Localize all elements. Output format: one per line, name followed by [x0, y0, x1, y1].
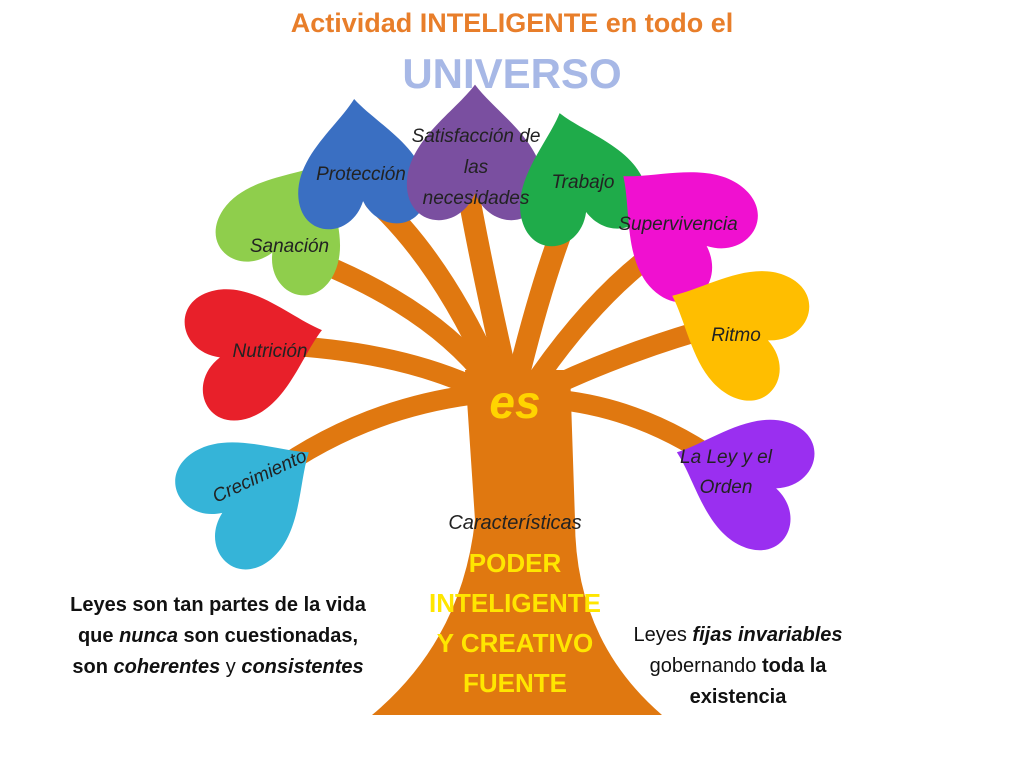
caracteristicas-label: Características	[448, 512, 582, 534]
note-left-part3: son cuestionadas, son	[72, 625, 359, 678]
heart-ley-orden	[676, 419, 815, 551]
heart-label-proteccion: Protección	[316, 164, 406, 185]
heart-label-ley-orden: La Ley y el Orden	[680, 447, 772, 498]
note-left-coherentes: coherentes	[113, 656, 221, 678]
note-left-consistentes: consistentes	[241, 656, 364, 678]
tree-branches	[260, 164, 740, 485]
trunk-line-creativo: Y CREATIVO	[436, 628, 594, 658]
heart-crecimiento	[175, 442, 309, 570]
note-right-part3: gobernando	[649, 655, 762, 677]
heart-proteccion	[298, 99, 427, 230]
note-left: Leyes son tan partes de la vida que nunc…	[70, 590, 366, 683]
es-label: es	[489, 376, 541, 428]
heart-label-sanacion: Sanación	[249, 236, 330, 257]
heart-label-nutricion: Nutrición	[232, 341, 308, 362]
trunk-line-fuente: FUENTE	[463, 668, 567, 698]
note-right-fijas: fijas invariables	[692, 624, 843, 646]
heart-ritmo	[672, 271, 810, 401]
note-right: Leyes fijas invariables gobernando toda …	[614, 620, 862, 713]
trunk-line-poder: PODER	[468, 548, 562, 578]
heart-label-satisfaccion: Satisfacción de las necesidades	[411, 126, 541, 209]
heart-supervivencia	[623, 172, 758, 303]
heart-satisfaccion	[406, 84, 544, 221]
tree-trunk	[372, 370, 662, 715]
note-right-toda: toda la existencia	[689, 655, 827, 708]
page-title-line1: Actividad INTELIGENTE en todo el	[290, 8, 734, 38]
heart-label-trabajo: Trabajo	[551, 172, 615, 193]
trunk-text: PODER INTELIGENTE Y CREATIVO FUENTE	[410, 543, 620, 703]
heart-label-ritmo: Ritmo	[711, 325, 761, 346]
page-title-line2: UNIVERSO	[402, 50, 622, 97]
hearts-layer	[175, 84, 815, 570]
heart-trabajo	[520, 113, 648, 247]
note-left-nunca: nunca	[119, 625, 178, 647]
trunk-line-inteligente: INTELIGENTE	[429, 588, 601, 618]
heart-nutricion	[184, 289, 322, 421]
note-left-and: y	[220, 656, 242, 678]
heart-label-supervivencia: Supervivencia	[618, 214, 738, 235]
note-right-part1: Leyes	[633, 624, 693, 646]
note-left-part1: Leyes son tan partes de la vida que	[70, 594, 366, 647]
